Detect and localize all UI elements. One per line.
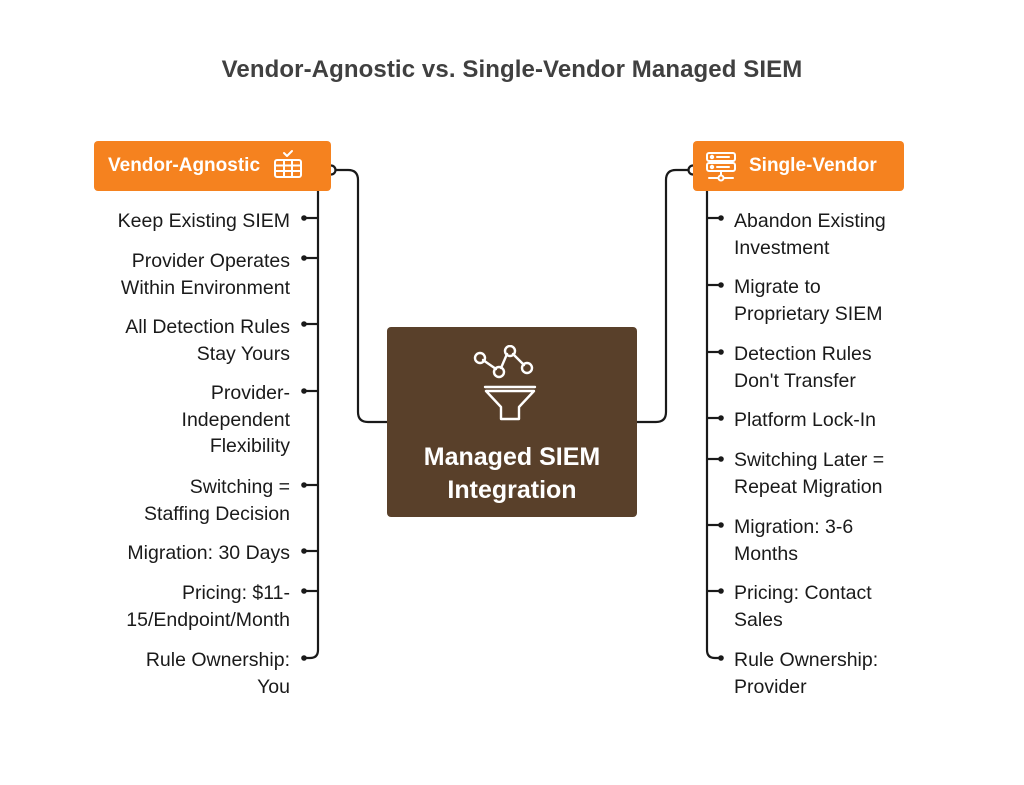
vendor-agnostic-badge: Vendor-Agnostic <box>94 141 331 191</box>
left-list-item: Rule Ownership: You <box>145 649 290 698</box>
right-list-item: Pricing: Contact Sales <box>734 582 872 631</box>
right-list-item: Platform Lock-In <box>734 409 876 431</box>
right-branch-dot <box>718 415 724 421</box>
right-branch-dot <box>718 522 724 528</box>
right-spine <box>705 191 719 660</box>
right-list-item: Migrate to Proprietary SIEM <box>734 276 883 325</box>
right-list-item: Migration: 3-6 Months <box>734 516 854 565</box>
right-list-item: Detection Rules Don't Transfer <box>734 343 872 392</box>
right-branch-dot <box>718 456 724 462</box>
left-spine <box>306 191 320 660</box>
server-check-icon <box>270 148 306 184</box>
single-vendor-badge: Single-Vendor <box>693 141 904 191</box>
server-stack-icon <box>703 148 739 184</box>
connector-center-right <box>637 168 688 424</box>
left-list-item: Switching = Staffing Decision <box>144 476 290 525</box>
left-branch-dot <box>301 482 307 488</box>
left-branch-dot <box>301 215 307 221</box>
left-branch-dot <box>301 321 307 327</box>
left-list-item: Provider Operates Within Environment <box>120 250 290 299</box>
center-node: Managed SIEM Integration <box>387 327 637 517</box>
center-label: Managed SIEM Integration <box>423 443 601 504</box>
right-list-item: Switching Later = Repeat Migration <box>734 449 885 498</box>
left-list-item: Pricing: $11- 15/Endpoint/Month <box>126 582 290 631</box>
left-list-item: Keep Existing SIEM <box>117 210 290 232</box>
funnel-network-icon <box>473 344 551 427</box>
left-branch-dot <box>301 588 307 594</box>
right-branch-dot <box>718 282 724 288</box>
connector-center-left <box>336 168 387 424</box>
left-list-item: All Detection Rules Stay Yours <box>125 316 290 365</box>
left-branch-dot <box>301 388 307 394</box>
right-branch-dot <box>718 349 724 355</box>
diagram-title: Vendor-Agnostic vs. Single-Vendor Manage… <box>221 56 803 83</box>
right-list-item: Abandon Existing Investment <box>734 210 886 259</box>
vendor-agnostic-label: Vendor-Agnostic <box>108 155 261 176</box>
right-branch-dot <box>718 588 724 594</box>
left-list-item: Provider- Independent Flexibility <box>181 382 290 457</box>
right-list-item: Rule Ownership: Provider <box>734 649 879 698</box>
right-branch-dot <box>718 215 724 221</box>
right-branch-dot <box>718 655 724 661</box>
left-list-item: Migration: 30 Days <box>127 542 290 564</box>
single-vendor-label: Single-Vendor <box>749 155 877 176</box>
left-branch-dot <box>301 548 307 554</box>
left-branch-dot <box>301 255 307 261</box>
left-branch-dot <box>301 655 307 661</box>
